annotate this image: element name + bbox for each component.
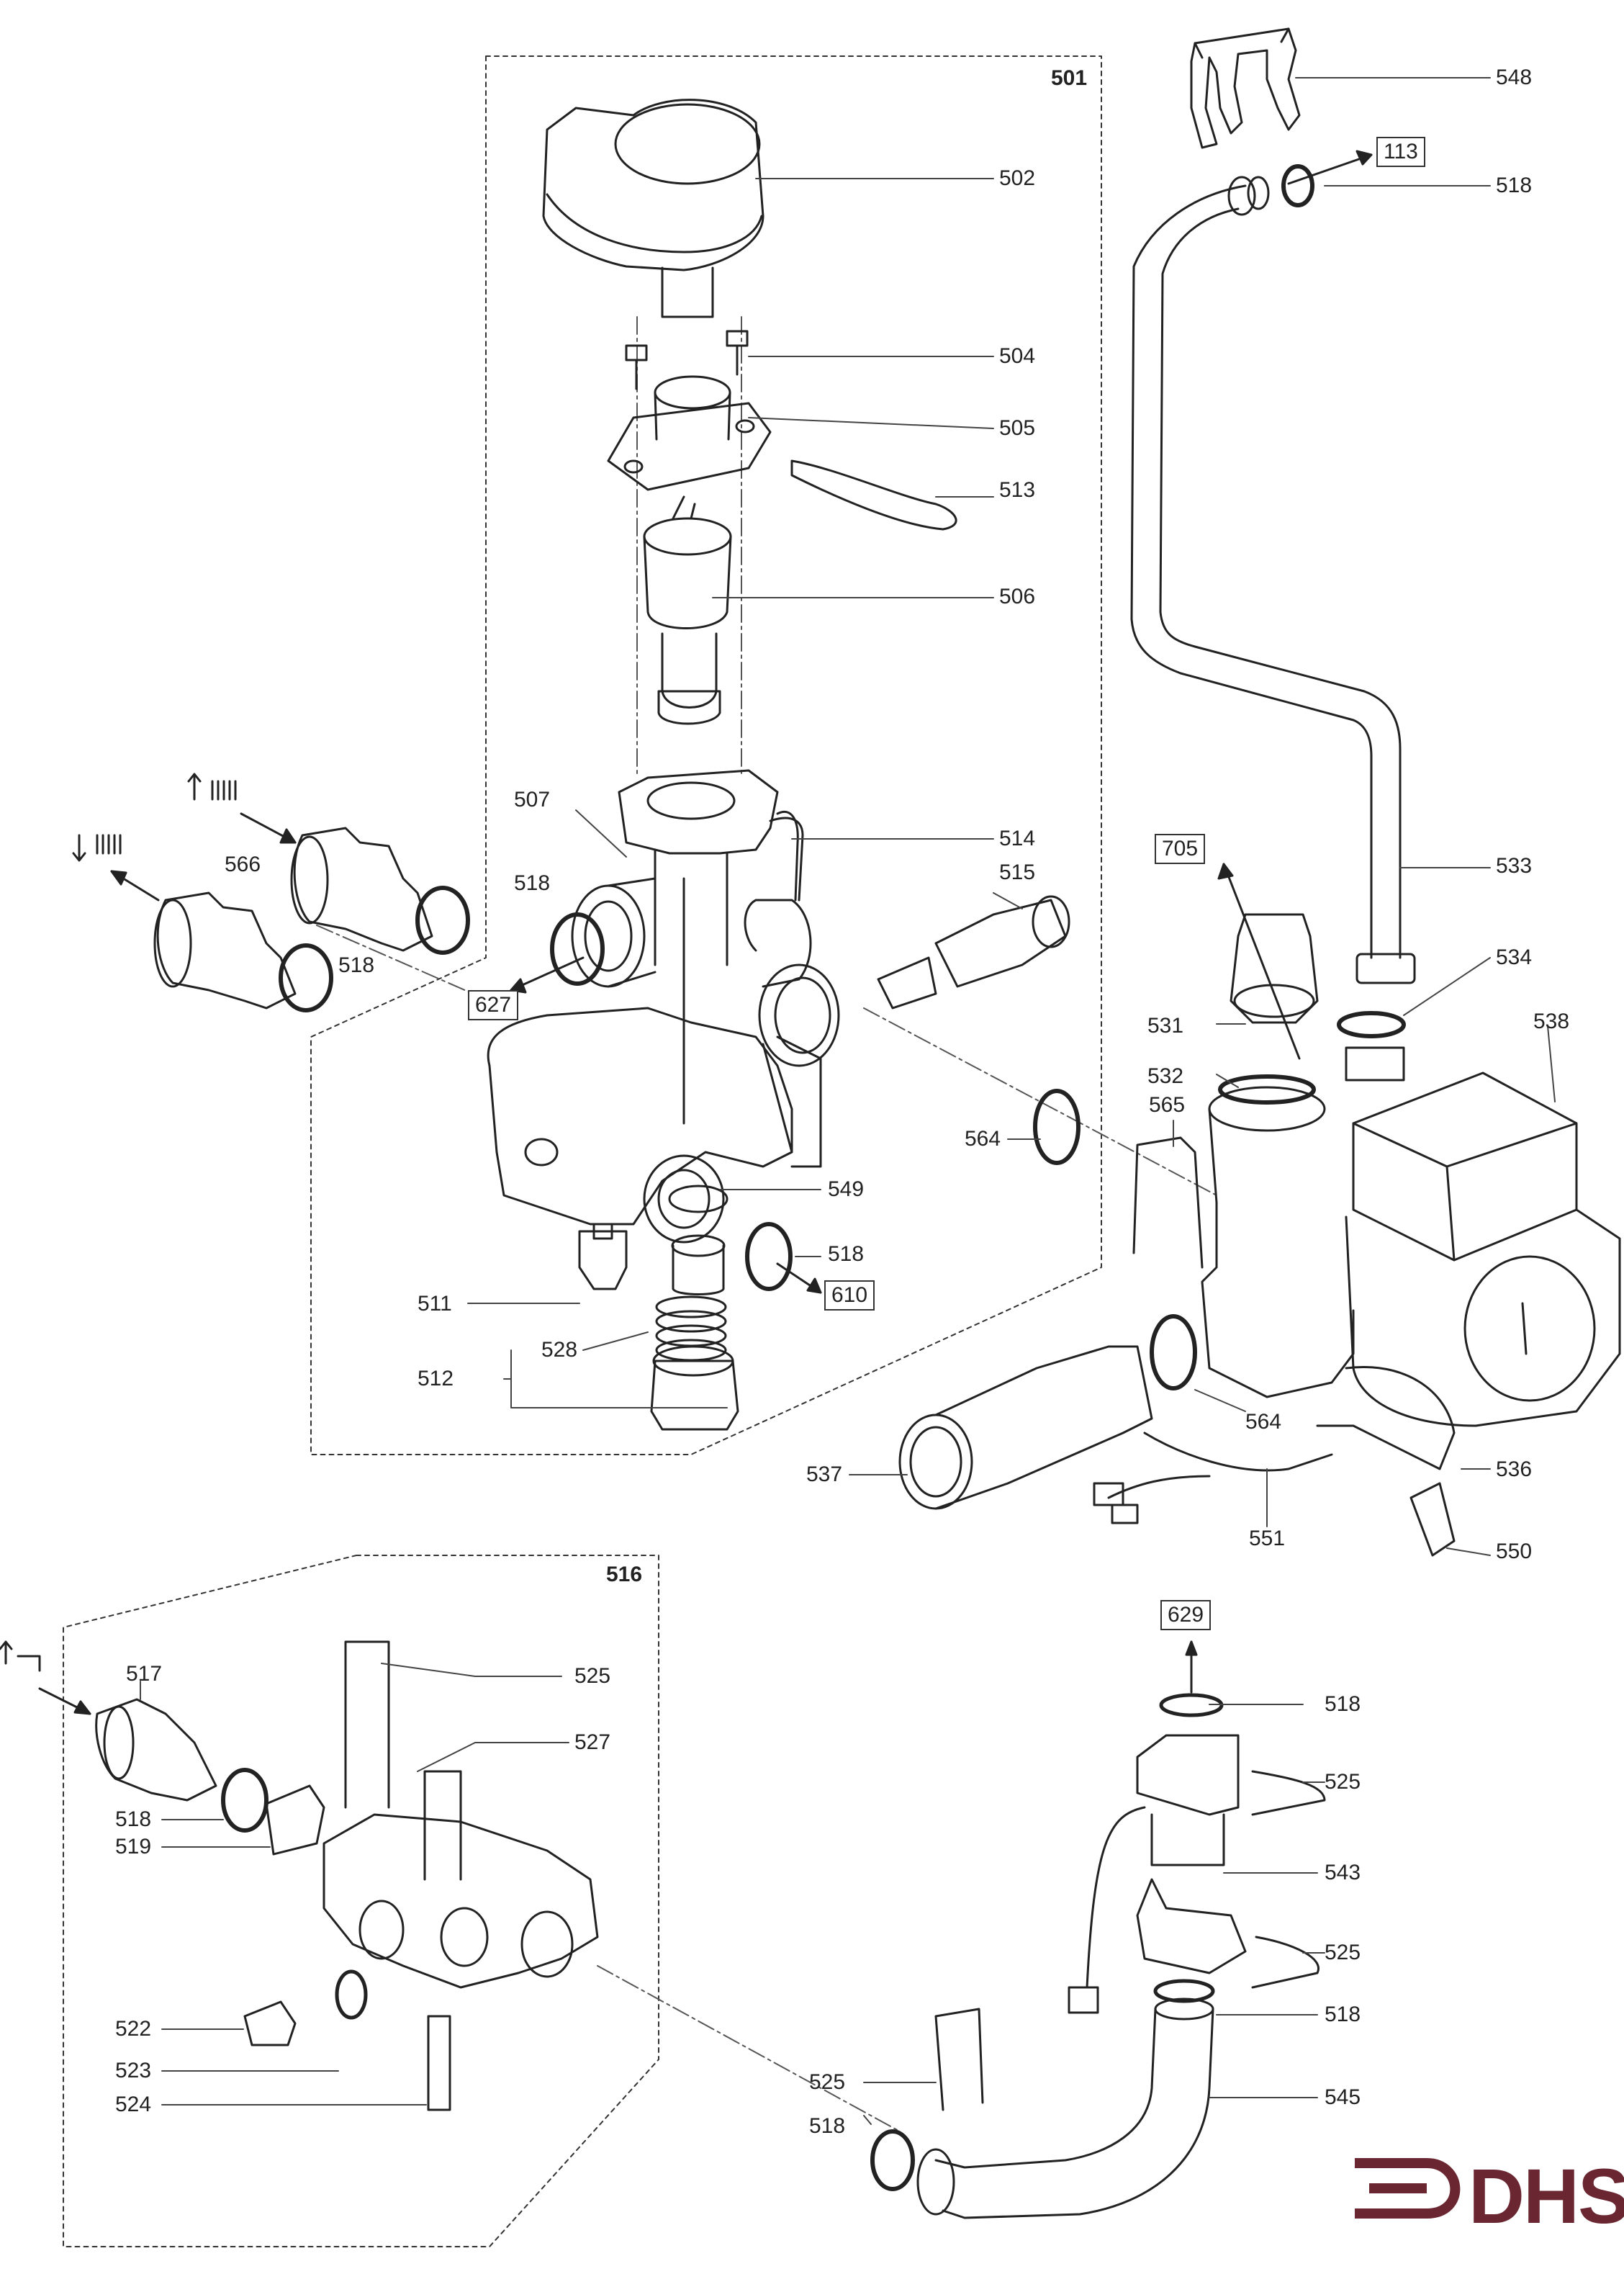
group-501-boundary bbox=[310, 55, 1102, 1455]
part-label-512: 512 bbox=[418, 1367, 454, 1390]
group-label-501: 501 bbox=[1051, 66, 1088, 90]
pipe-545 bbox=[916, 1997, 1214, 2219]
part-label-537: 537 bbox=[806, 1462, 843, 1486]
part-label-518: 518 bbox=[1496, 174, 1533, 197]
sensor-515 bbox=[877, 895, 1070, 1010]
part-label-506: 506 bbox=[999, 585, 1036, 608]
part-label-550: 550 bbox=[1496, 1540, 1533, 1563]
ref-box-627: 627 bbox=[468, 990, 519, 1020]
part-label-518-610: 518 bbox=[828, 1242, 865, 1266]
part-label-525-lower: 525 bbox=[809, 2070, 846, 2094]
clip-548 bbox=[1190, 27, 1301, 149]
insert-549-528-512 bbox=[650, 1185, 739, 1431]
part-label-525: 525 bbox=[574, 1664, 611, 1688]
part-label-511: 511 bbox=[418, 1292, 452, 1316]
part-label-536: 536 bbox=[1496, 1457, 1533, 1481]
part-label-533: 533 bbox=[1496, 854, 1533, 878]
part-label-527: 527 bbox=[574, 1730, 611, 1754]
part-label-523: 523 bbox=[115, 2059, 152, 2082]
group-516-boundary bbox=[63, 1555, 659, 2247]
part-label-564: 564 bbox=[965, 1127, 1001, 1151]
spring-clip-514 bbox=[776, 811, 799, 902]
actuator-502 bbox=[542, 99, 764, 318]
part-label-551: 551 bbox=[1249, 1527, 1286, 1550]
part-label-522: 522 bbox=[115, 2017, 152, 2041]
part-label-538: 538 bbox=[1533, 1010, 1570, 1033]
part-label-543: 543 bbox=[1325, 1861, 1361, 1884]
part-label-564-lower: 564 bbox=[1245, 1410, 1282, 1434]
cartridge-506 bbox=[643, 495, 732, 725]
ref-box-610: 610 bbox=[824, 1280, 875, 1311]
pipe-533 bbox=[1130, 176, 1416, 984]
dhs-logo-text: DHS bbox=[1469, 2152, 1624, 2239]
ref-box-629: 629 bbox=[1160, 1600, 1212, 1630]
part-label-545: 545 bbox=[1325, 2085, 1361, 2109]
part-label-534: 534 bbox=[1496, 945, 1533, 969]
part-label-515: 515 bbox=[999, 860, 1036, 884]
part-label-518-629: 518 bbox=[1325, 1692, 1361, 1716]
harness-536 bbox=[1316, 1366, 1456, 1470]
valve-body-507 bbox=[487, 769, 840, 1244]
part-label-505: 505 bbox=[999, 416, 1036, 440]
air-vent-531 bbox=[1230, 913, 1319, 1024]
plug-511 bbox=[578, 1223, 628, 1290]
clip-565 bbox=[1132, 1136, 1204, 1269]
flow-sensor-543 bbox=[1068, 1734, 1247, 2014]
part-label-518-516: 518 bbox=[115, 1807, 152, 1831]
fitting-537 bbox=[898, 1345, 1153, 1510]
part-label-548: 548 bbox=[1496, 66, 1533, 89]
clip-513 bbox=[790, 459, 957, 531]
part-label-517: 517 bbox=[126, 1662, 163, 1686]
dhs-logo-mark bbox=[1355, 2158, 1461, 2219]
part-label-513: 513 bbox=[999, 478, 1036, 502]
part-label-531: 531 bbox=[1147, 1014, 1184, 1038]
part-label-514: 514 bbox=[999, 827, 1036, 850]
part-label-532: 532 bbox=[1147, 1064, 1184, 1088]
part-label-518-body: 518 bbox=[514, 871, 551, 895]
part-label-549: 549 bbox=[828, 1177, 865, 1201]
part-label-504: 504 bbox=[999, 344, 1036, 368]
part-label-519: 519 bbox=[115, 1835, 152, 1859]
pump-538 bbox=[1201, 1071, 1621, 1427]
ref-box-113: 113 bbox=[1376, 137, 1425, 167]
part-label-524: 524 bbox=[115, 2093, 152, 2116]
harness-551 bbox=[1107, 1432, 1333, 1499]
screws-504 bbox=[625, 330, 749, 390]
part-label-525-upper: 525 bbox=[1325, 1770, 1361, 1794]
part-label-565: 565 bbox=[1149, 1093, 1186, 1117]
manifold-516 bbox=[322, 1640, 599, 1989]
fittings-566 bbox=[153, 827, 433, 1010]
part-550 bbox=[1409, 1482, 1456, 1557]
part-label-525-mid: 525 bbox=[1325, 1941, 1361, 1964]
part-label-518-mid: 518 bbox=[1325, 2003, 1361, 2026]
part-label-528: 528 bbox=[541, 1338, 578, 1362]
part-label-566: 566 bbox=[225, 853, 261, 876]
part-label-502: 502 bbox=[999, 166, 1036, 190]
part-label-518-lower: 518 bbox=[809, 2114, 846, 2138]
part-label-507: 507 bbox=[514, 788, 551, 812]
fitting-517 bbox=[95, 1698, 217, 1802]
flange-505 bbox=[607, 375, 772, 491]
group-label-516: 516 bbox=[606, 1563, 643, 1586]
ref-box-705: 705 bbox=[1155, 834, 1206, 864]
part-label-518-left: 518 bbox=[338, 953, 375, 977]
